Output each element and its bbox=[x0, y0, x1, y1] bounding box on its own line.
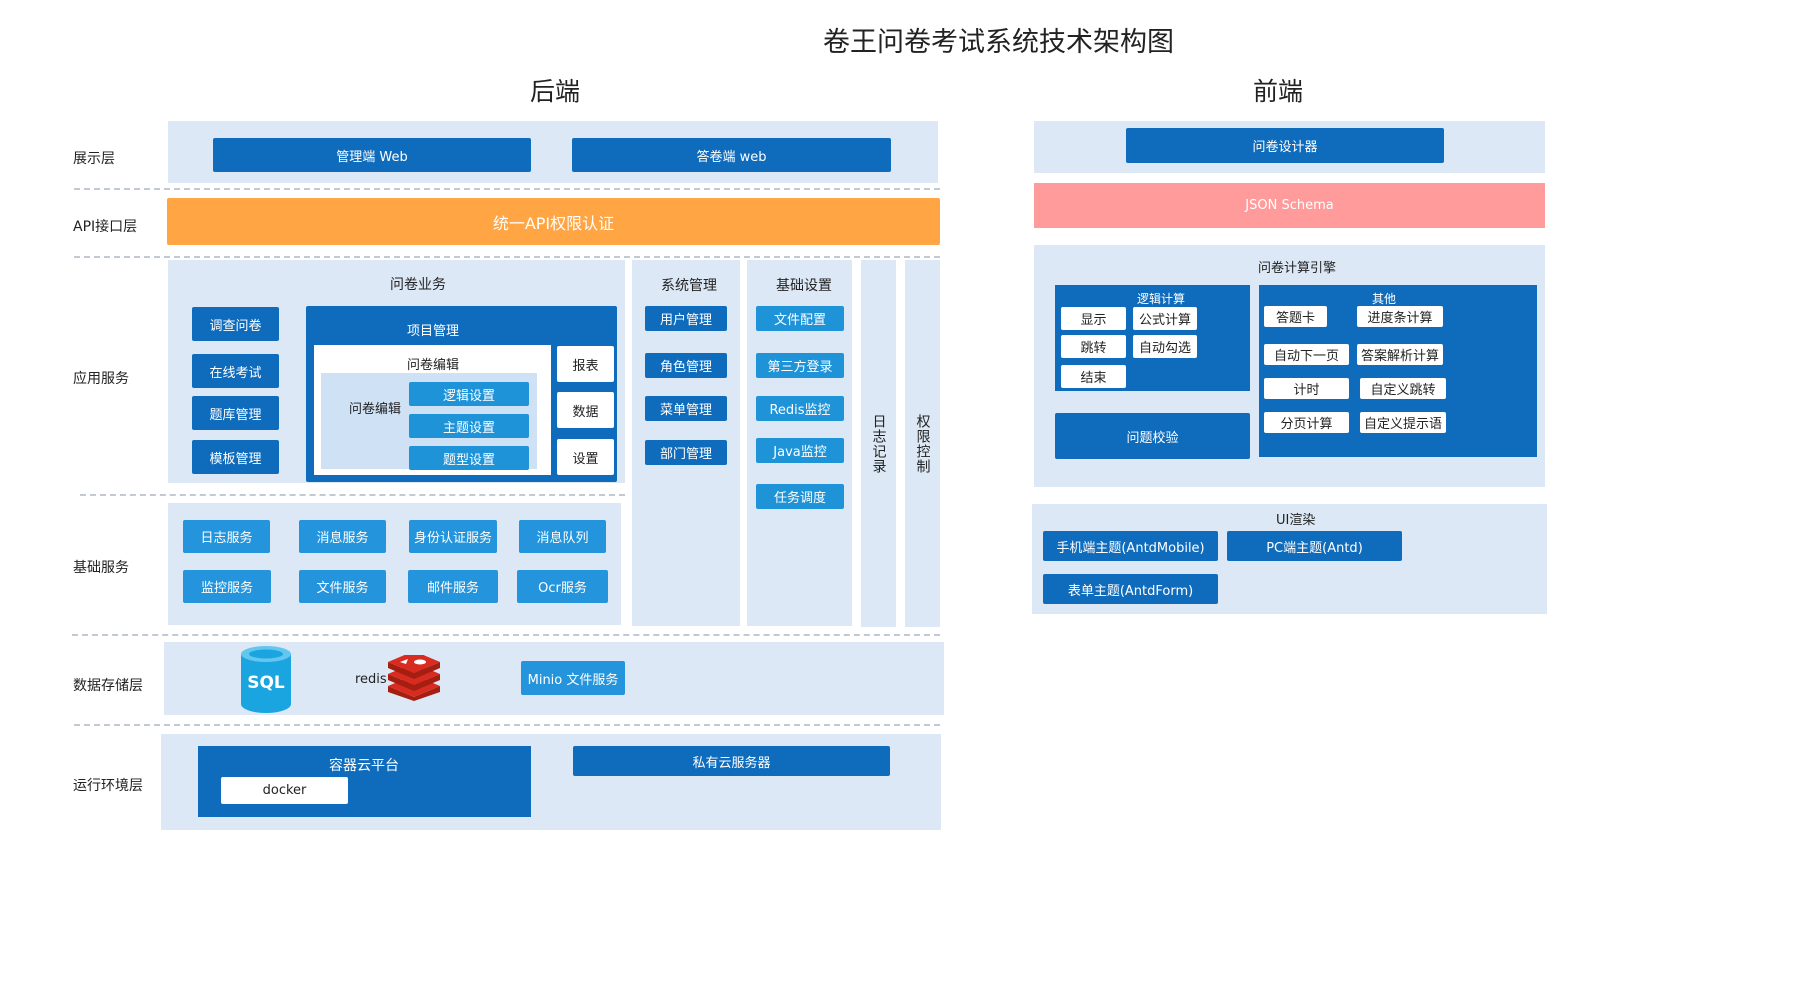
report-box: 报表 bbox=[557, 346, 614, 382]
paging-calc-box: 分页计算 bbox=[1264, 412, 1349, 433]
redis-monitor-box: Redis监控 bbox=[756, 396, 844, 421]
template-mgmt-button: 模板管理 bbox=[192, 440, 279, 474]
separator bbox=[74, 188, 940, 190]
auth-service-box: 身份认证服务 bbox=[409, 520, 497, 553]
admin-web-box: 管理端 Web bbox=[213, 138, 531, 172]
layer-label-storage: 数据存储层 bbox=[73, 678, 143, 694]
question-bank-button: 题库管理 bbox=[192, 396, 279, 430]
ocr-service-box: Ocr服务 bbox=[517, 570, 608, 603]
json-schema-bar: JSON Schema bbox=[1034, 183, 1545, 228]
logic-calc-title: 逻辑计算 bbox=[1137, 292, 1186, 306]
settings-box: 设置 bbox=[557, 439, 614, 475]
mobile-theme-box: 手机端主题(AntdMobile) bbox=[1043, 531, 1218, 561]
permission-label: 权限控制 bbox=[914, 413, 931, 474]
backend-heading: 后端 bbox=[530, 77, 581, 106]
file-service-box: 文件服务 bbox=[299, 570, 386, 603]
survey-button: 调查问卷 bbox=[192, 307, 279, 341]
separator bbox=[74, 724, 940, 726]
show-box: 显示 bbox=[1061, 307, 1126, 330]
container-cloud-title: 容器云平台 bbox=[329, 758, 399, 774]
base-settings-title: 基础设置 bbox=[776, 278, 832, 294]
role-mgmt-box: 角色管理 bbox=[645, 353, 727, 378]
form-theme-box: 表单主题(AntdForm) bbox=[1043, 574, 1218, 604]
separator bbox=[80, 494, 625, 496]
question-type-settings-box: 题型设置 bbox=[409, 446, 529, 470]
timer-box: 计时 bbox=[1264, 378, 1349, 399]
message-queue-box: 消息队列 bbox=[519, 520, 606, 553]
java-monitor-box: Java监控 bbox=[756, 438, 844, 463]
answer-card-box: 答题卡 bbox=[1264, 306, 1327, 327]
answer-web-box: 答卷端 web bbox=[572, 138, 891, 172]
monitor-service-box: 监控服务 bbox=[183, 570, 271, 603]
question-validation-box: 问题校验 bbox=[1055, 413, 1250, 459]
permission-column: 权限控制 bbox=[905, 260, 940, 627]
separator bbox=[72, 634, 940, 636]
log-record-label: 日志记录 bbox=[870, 413, 887, 474]
pc-theme-box: PC端主题(Antd) bbox=[1227, 531, 1402, 561]
docker-box: docker bbox=[221, 777, 348, 804]
data-box: 数据 bbox=[557, 392, 614, 428]
layer-label-display: 展示层 bbox=[73, 151, 115, 167]
svg-text:SQL: SQL bbox=[247, 673, 285, 693]
jump-box: 跳转 bbox=[1061, 335, 1126, 358]
custom-tip-box: 自定义提示语 bbox=[1360, 412, 1446, 433]
minio-box: Minio 文件服务 bbox=[521, 661, 625, 695]
layer-label-api: API接口层 bbox=[73, 219, 138, 235]
survey-designer-box: 问卷设计器 bbox=[1126, 128, 1444, 163]
system-mgmt-title: 系统管理 bbox=[661, 278, 717, 294]
progress-calc-box: 进度条计算 bbox=[1357, 306, 1443, 327]
layer-label-runtime: 运行环境层 bbox=[73, 778, 143, 794]
private-cloud-box: 私有云服务器 bbox=[573, 746, 890, 776]
layer-label-app: 应用服务 bbox=[73, 371, 129, 387]
other-title: 其他 bbox=[1372, 292, 1397, 306]
auto-next-page-box: 自动下一页 bbox=[1264, 344, 1349, 365]
layer-label-base: 基础服务 bbox=[73, 560, 129, 576]
file-config-box: 文件配置 bbox=[756, 306, 844, 331]
project-mgmt-title: 项目管理 bbox=[407, 324, 460, 339]
mail-service-box: 邮件服务 bbox=[408, 570, 498, 603]
third-party-login-box: 第三方登录 bbox=[756, 353, 844, 378]
log-service-box: 日志服务 bbox=[183, 520, 270, 553]
survey-business-title: 问卷业务 bbox=[390, 277, 446, 293]
menu-mgmt-box: 菜单管理 bbox=[645, 396, 727, 421]
formula-calc-box: 公式计算 bbox=[1133, 307, 1197, 330]
answer-analysis-box: 答案解析计算 bbox=[1357, 344, 1443, 365]
page-title: 卷王问卷考试系统技术架构图 bbox=[823, 27, 1174, 58]
dept-mgmt-box: 部门管理 bbox=[645, 440, 727, 465]
task-schedule-box: 任务调度 bbox=[756, 484, 844, 509]
redis-label: redis bbox=[355, 672, 387, 687]
end-box: 结束 bbox=[1061, 365, 1126, 388]
auto-check-box: 自动勾选 bbox=[1133, 335, 1197, 358]
survey-editor-label: 问卷编辑 bbox=[349, 402, 402, 417]
log-record-column: 日志记录 bbox=[861, 260, 896, 627]
frontend-heading: 前端 bbox=[1253, 77, 1304, 106]
custom-jump-box: 自定义跳转 bbox=[1360, 378, 1446, 399]
survey-editor-title: 问卷编辑 bbox=[407, 358, 460, 373]
engine-title: 问卷计算引擎 bbox=[1258, 261, 1337, 276]
message-service-box: 消息服务 bbox=[299, 520, 386, 553]
separator bbox=[74, 256, 940, 258]
sql-database-icon: SQL bbox=[240, 645, 292, 713]
logic-settings-box: 逻辑设置 bbox=[409, 382, 529, 406]
ui-render-title: UI渲染 bbox=[1276, 513, 1316, 528]
api-auth-bar: 统一API权限认证 bbox=[167, 198, 940, 245]
redis-icon bbox=[386, 651, 442, 701]
theme-settings-box: 主题设置 bbox=[409, 414, 529, 438]
online-exam-button: 在线考试 bbox=[192, 354, 279, 388]
user-mgmt-box: 用户管理 bbox=[645, 306, 727, 331]
